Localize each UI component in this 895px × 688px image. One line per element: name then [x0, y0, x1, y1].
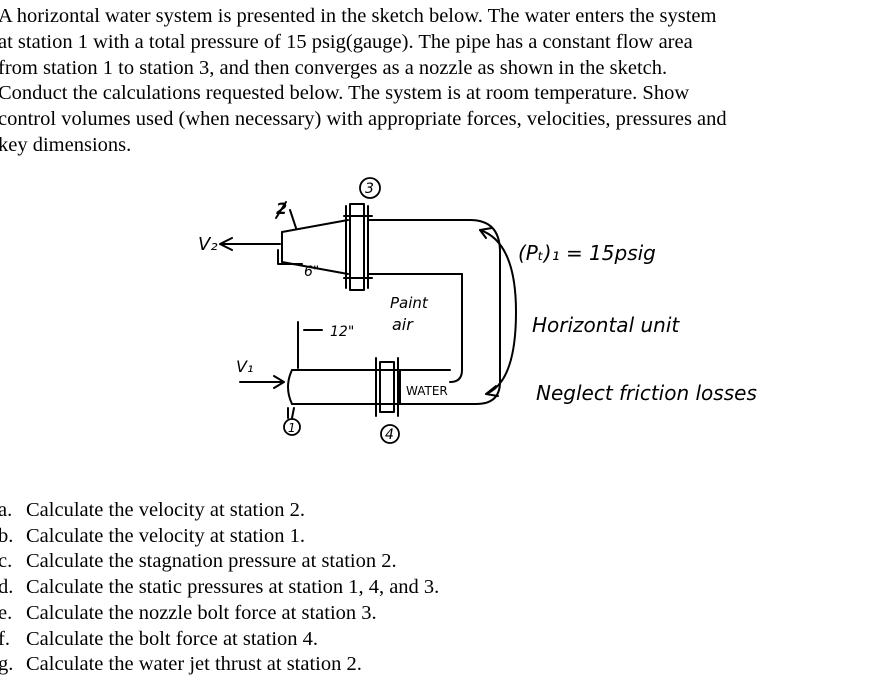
intro-line: Conduct the calculations requested below…	[0, 82, 690, 105]
list-item: c. Calculate the stagnation pressure at s…	[0, 549, 439, 575]
list-item: d. Calculate the static pressures at stat…	[0, 575, 439, 601]
air-label: air	[392, 315, 414, 334]
item-text: Calculate the stagnation pressure at sta…	[26, 550, 397, 573]
item-letter: d.	[0, 576, 14, 599]
station-4-marker	[380, 424, 400, 444]
paint-label: Paint	[390, 294, 429, 312]
list-item: a. Calculate the velocity at station 2.	[0, 498, 439, 524]
water-label: WATER	[406, 384, 448, 398]
v1-label: V₁	[236, 357, 253, 376]
intro-line: at station 1 with a total pressure of 15…	[0, 30, 693, 53]
item-letter: e.	[0, 601, 13, 624]
item-letter: f.	[0, 627, 10, 650]
item-text: Calculate the nozzle bolt force at stati…	[26, 601, 377, 624]
list-item: e. Calculate the nozzle bolt force at sta…	[0, 601, 439, 627]
six-inch-label: 6"	[304, 264, 319, 280]
flange-4	[379, 361, 395, 413]
station-1-label: 1	[288, 421, 296, 435]
item-text: Calculate the velocity at station 2.	[26, 499, 305, 521]
item-text: Calculate the bolt force at station 4.	[26, 627, 319, 650]
station-2-label: 2	[276, 199, 287, 218]
intro-line: from station 1 to station 3, and then co…	[0, 56, 668, 79]
item-text: Calculate the static pressures at statio…	[26, 576, 440, 599]
intro-line: control volumes used (when necessary) wi…	[0, 108, 727, 131]
total-pressure-note: (Pₜ)₁ = 15psig	[518, 241, 656, 265]
station-4-label: 4	[385, 427, 394, 443]
item-text: Calculate the water jet thrust at statio…	[26, 653, 362, 676]
station-3-marker	[359, 177, 381, 199]
problem-statement: A horizontal water system is presented i…	[0, 4, 895, 159]
v2-label: V₂	[198, 234, 218, 255]
question-list: a. Calculate the velocity at station 2. b…	[0, 498, 439, 678]
return-bend	[449, 219, 501, 405]
intro-line: A horizontal water system is presented i…	[0, 5, 717, 27]
horizontal-unit-note: Horizontal unit	[532, 313, 680, 337]
pipe-system-sketch: 3 4 1 2 V₂ 6" 12" V₁ Paint air WATER (Pₜ…	[198, 177, 757, 444]
item-text: Calculate the velocity at station 1.	[26, 524, 305, 547]
station-3-label: 3	[365, 181, 374, 197]
upper-pipe	[367, 219, 471, 275]
flange-3	[349, 203, 365, 291]
station-1-marker	[283, 418, 301, 436]
neglect-friction-note: Neglect friction losses	[536, 381, 757, 405]
item-letter: a.	[0, 499, 13, 521]
list-item: f. Calculate the bolt force at station 4.	[0, 627, 439, 653]
item-letter: g.	[0, 653, 14, 676]
lower-pipe	[291, 369, 477, 405]
twelve-inch-label: 12"	[330, 324, 354, 340]
intro-line: key dimensions.	[0, 133, 132, 156]
item-letter: b.	[0, 524, 14, 547]
item-letter: c.	[0, 550, 13, 573]
list-item: b. Calculate the velocity at station 1.	[0, 524, 439, 550]
list-item: g. Calculate the water jet thrust at stat…	[0, 652, 439, 678]
